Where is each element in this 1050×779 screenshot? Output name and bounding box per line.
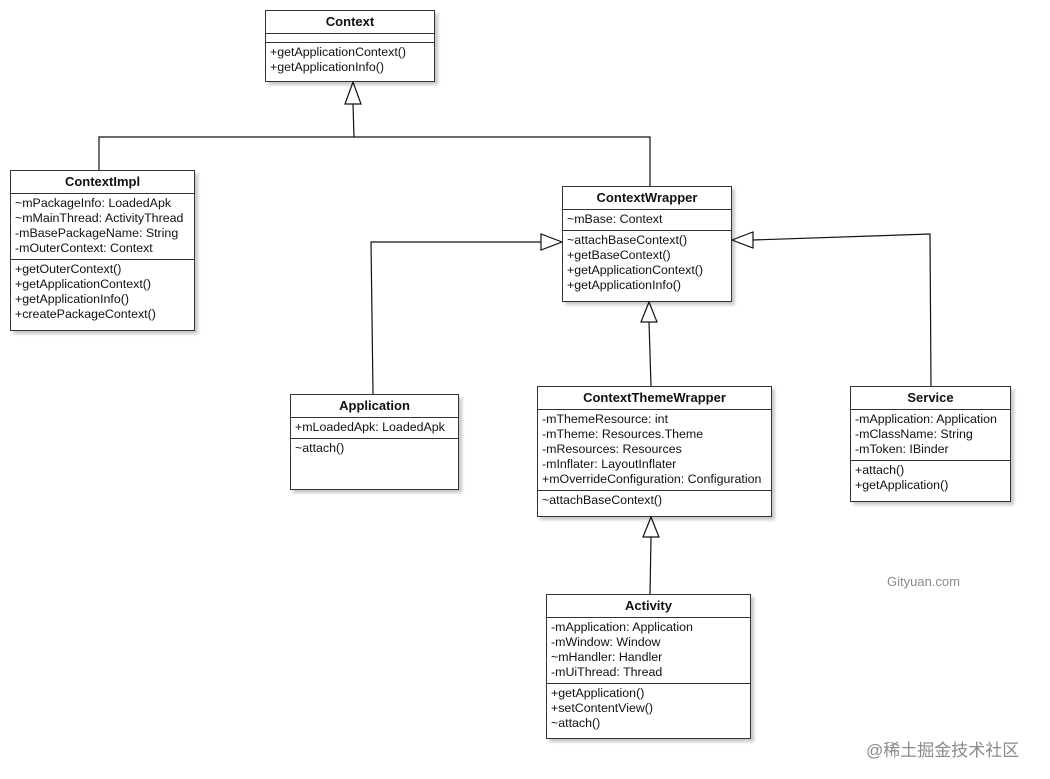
generalization-arrowhead-contextwrapper-bottom xyxy=(640,300,658,323)
operation: ~attachBaseContext() xyxy=(542,493,663,507)
class-contextthemewrapper: ContextThemeWrapper -mThemeResource: int… xyxy=(537,386,772,517)
operation: +getApplicationInfo() xyxy=(567,278,681,292)
attribute: +mLoadedApk: LoadedApk xyxy=(295,420,445,434)
attribute: -mClassName: String xyxy=(855,427,973,441)
attributes-section: -mApplication: Application -mClassName: … xyxy=(851,410,1010,460)
attribute: -mTheme: Resources.Theme xyxy=(542,427,704,441)
operation: +getApplicationContext() xyxy=(567,263,704,277)
class-name: Context xyxy=(266,11,434,34)
link-trunk-to-context xyxy=(352,103,355,138)
operations-section: +getApplicationContext() +getApplication… xyxy=(266,42,434,78)
attribute: -mResources: Resources xyxy=(542,442,682,456)
operations-section: +getApplication() +setContentView() ~att… xyxy=(547,683,750,734)
attributes-section xyxy=(266,34,434,42)
operation: +getApplication() xyxy=(551,686,645,700)
class-name: Service xyxy=(851,387,1010,410)
attribute: -mWindow: Window xyxy=(551,635,661,649)
class-context: Context +getApplicationContext() +getApp… xyxy=(265,10,435,82)
attribute: +mOverrideConfiguration: Configuration xyxy=(542,472,762,486)
operation: +getApplicationInfo() xyxy=(15,292,129,306)
attribute: ~mMainThread: ActivityThread xyxy=(15,211,184,225)
watermark-platform: @稀土掘金技术社区 xyxy=(866,741,1020,760)
attribute: -mApplication: Application xyxy=(551,620,693,634)
operations-section: ~attachBaseContext() xyxy=(538,490,771,511)
class-name: Activity xyxy=(547,595,750,618)
attributes-section: +mLoadedApk: LoadedApk xyxy=(291,418,458,438)
link-service-to-contextwrapper xyxy=(752,233,932,387)
operation: ~attach() xyxy=(551,716,601,730)
link-contextthemewrapper-to-contextwrapper xyxy=(648,321,652,387)
operation: +createPackageContext() xyxy=(15,307,156,321)
attribute: ~mHandler: Handler xyxy=(551,650,663,664)
operation: ~attachBaseContext() xyxy=(567,233,688,247)
operation: ~attach() xyxy=(295,441,345,455)
operation: +getApplicationInfo() xyxy=(270,60,384,74)
class-contextimpl: ContextImpl ~mPackageInfo: LoadedApk ~mM… xyxy=(10,170,195,331)
class-activity: Activity -mApplication: Application -mWi… xyxy=(546,594,751,739)
attribute: ~mBase: Context xyxy=(567,212,663,226)
attribute: -mOuterContext: Context xyxy=(15,241,153,255)
attribute: -mThemeResource: int xyxy=(542,412,669,426)
class-name: Application xyxy=(291,395,458,418)
attribute: -mUiThread: Thread xyxy=(551,665,663,679)
generalization-arrowhead-contextthemewrapper xyxy=(642,515,660,538)
operation: +getBaseContext() xyxy=(567,248,671,262)
generalization-arrowhead-contextwrapper-right xyxy=(730,231,754,249)
attributes-section: ~mPackageInfo: LoadedApk ~mMainThread: A… xyxy=(11,194,194,259)
operation: +attach() xyxy=(855,463,905,477)
operations-section: ~attachBaseContext() +getBaseContext() +… xyxy=(563,230,731,296)
attributes-section: -mApplication: Application -mWindow: Win… xyxy=(547,618,750,683)
generalization-arrowhead-contextwrapper-left xyxy=(540,233,564,251)
operation: +getOuterContext() xyxy=(15,262,122,276)
attribute: -mApplication: Application xyxy=(855,412,997,426)
class-service: Service -mApplication: Application -mCla… xyxy=(850,386,1011,502)
watermark-site: Gityuan.com xyxy=(887,574,960,589)
attributes-section: ~mBase: Context xyxy=(563,210,731,230)
class-name: ContextThemeWrapper xyxy=(538,387,771,410)
link-activity-to-contextthemewrapper xyxy=(649,536,652,595)
link-application-to-contextwrapper xyxy=(370,241,541,395)
operation: +setContentView() xyxy=(551,701,654,715)
operations-section: +attach() +getApplication() xyxy=(851,460,1010,496)
operation: +getApplicationContext() xyxy=(270,45,407,59)
attribute: -mToken: IBinder xyxy=(855,442,949,456)
class-application: Application +mLoadedApk: LoadedApk ~atta… xyxy=(290,394,459,490)
link-contextimpl-to-context xyxy=(98,136,651,186)
attributes-section: -mThemeResource: int -mTheme: Resources.… xyxy=(538,410,771,490)
attribute: ~mPackageInfo: LoadedApk xyxy=(15,196,172,210)
attribute: -mInflater: LayoutInflater xyxy=(542,457,677,471)
generalization-arrowhead-context xyxy=(344,80,362,105)
class-name: ContextWrapper xyxy=(563,187,731,210)
operation: +getApplication() xyxy=(855,478,949,492)
operation: +getApplicationContext() xyxy=(15,277,152,291)
operations-section: ~attach() xyxy=(291,438,458,459)
attribute: -mBasePackageName: String xyxy=(15,226,179,240)
operations-section: +getOuterContext() +getApplicationContex… xyxy=(11,259,194,325)
class-contextwrapper: ContextWrapper ~mBase: Context ~attachBa… xyxy=(562,186,732,302)
class-name: ContextImpl xyxy=(11,171,194,194)
